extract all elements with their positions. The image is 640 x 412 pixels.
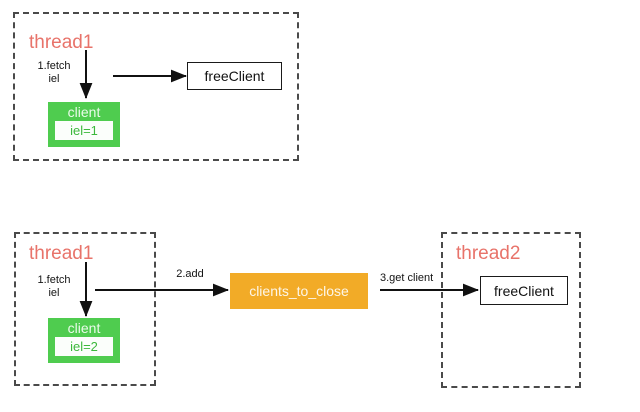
client-top-label: client: [67, 104, 101, 120]
client-top-node[interactable]: client iel=1: [48, 102, 120, 147]
clients-to-close-node[interactable]: clients_to_close: [230, 273, 368, 309]
free-client-top-node[interactable]: freeClient: [187, 62, 282, 90]
client-bottom-value: iel=2: [55, 337, 113, 356]
thread1-bottom-container: [14, 232, 156, 386]
thread2-container: [441, 232, 581, 388]
free-client-bottom-label: freeClient: [494, 282, 554, 299]
clients-to-close-label: clients_to_close: [249, 283, 349, 299]
edge-label-add: 2.add: [176, 268, 204, 280]
edge-label-fetch-top: 1.fetch iel: [37, 60, 71, 85]
client-top-value: iel=1: [55, 121, 113, 140]
client-bottom-node[interactable]: client iel=2: [48, 318, 120, 363]
client-bottom-label: client: [67, 320, 101, 336]
free-client-top-label: freeClient: [204, 68, 265, 84]
thread1-top-container: [13, 12, 299, 161]
free-client-bottom-node[interactable]: freeClient: [480, 276, 568, 305]
thread1-bottom-title: thread1: [29, 243, 94, 264]
thread1-top-title: thread1: [29, 32, 94, 53]
thread2-title: thread2: [456, 243, 521, 264]
edge-label-get-client: 3.get client: [380, 272, 434, 284]
edge-label-fetch-bottom: 1.fetch iel: [37, 274, 71, 299]
